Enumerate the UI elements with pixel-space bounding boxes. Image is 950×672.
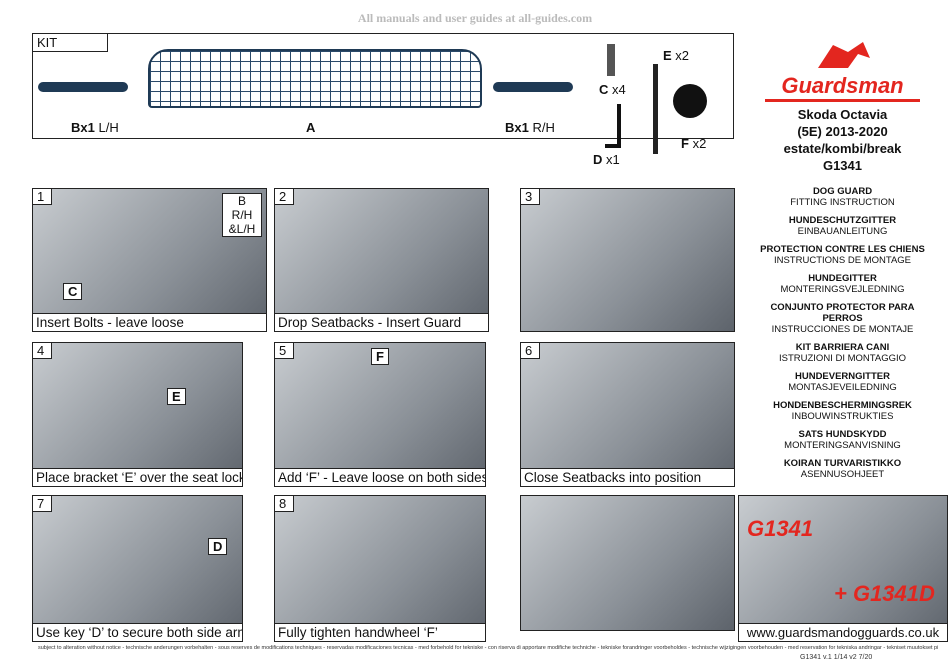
part-qty: x2 <box>692 136 707 151</box>
step-4-panel: 4 E Place bracket ‘E’ over the seat lock <box>32 342 243 487</box>
step-caption: Use key ‘D’ to secure both side arms <box>33 623 242 641</box>
step-caption: Place bracket ‘E’ over the seat lock <box>33 468 242 486</box>
bracket-e-image <box>653 64 658 154</box>
part-a: A <box>306 120 316 135</box>
step-2-panel: 2 Drop Seatbacks - Insert Guard <box>274 188 489 332</box>
step-number: 7 <box>33 496 52 512</box>
step-3-panel: 3 <box>520 188 735 332</box>
step-caption: Insert Bolts - leave loose <box>33 313 266 331</box>
tag-b: B R/H &L/H <box>222 193 262 237</box>
guard-a-image <box>148 49 482 108</box>
step-number: 6 <box>521 343 540 359</box>
key-d-image <box>605 104 621 148</box>
brand-logo: Guardsman <box>740 40 945 104</box>
bolt-image <box>607 44 615 76</box>
part-bx1-lh: Bx1 <box>71 120 95 135</box>
step-number: 5 <box>275 343 294 359</box>
part-f: F <box>681 136 689 151</box>
step-number: 2 <box>275 189 294 205</box>
kit-label: KIT <box>33 34 108 52</box>
bracket-lh-image <box>38 82 128 92</box>
part-qty: x2 <box>675 48 690 63</box>
product-body: estate/kombi/break <box>783 141 902 156</box>
step-number: 8 <box>275 496 294 512</box>
product-info: Skoda Octavia (5E) 2013-2020 estate/komb… <box>740 106 945 174</box>
dog-logo-icon <box>817 42 870 68</box>
bracket-rh-image <box>493 82 573 92</box>
part-e: E <box>663 48 672 63</box>
part-side: R/H <box>532 120 555 135</box>
tag-d: D <box>208 538 228 555</box>
part-qty: x4 <box>612 82 626 97</box>
part-c: C <box>599 82 609 97</box>
part-qty: x1 <box>606 152 620 167</box>
divider-photo: G1341 + G1341D www.guardsmandogguards.co… <box>738 495 948 642</box>
step-8-panel: 8 Fully tighten handwheel ‘F’ <box>274 495 486 642</box>
label-g1341d: + G1341D <box>834 581 935 606</box>
finished-photo <box>520 495 735 631</box>
step-caption: Close Seatbacks into position <box>521 468 734 486</box>
part-d: D <box>593 152 603 167</box>
kit-panel: KIT Bx1 L/H A Bx1 R/H C x4 D x1 E x2 F x… <box>32 33 734 167</box>
step-7-panel: 7 D Use key ‘D’ to secure both side arms <box>32 495 243 642</box>
part-bx1-rh: Bx1 <box>505 120 529 135</box>
step-1-panel: 1 B R/H &L/H C Insert Bolts - leave loos… <box>32 188 267 332</box>
handwheel-f-image <box>673 84 707 118</box>
product-model: Skoda Octavia <box>797 107 888 122</box>
step-caption: Drop Seatbacks - Insert Guard <box>275 313 488 331</box>
step-caption: Add ‘F’ - Leave loose on both sides <box>275 468 485 486</box>
watermark: All manuals and user guides at all-guide… <box>357 11 593 25</box>
step-6-panel: 6 Close Seatbacks into position <box>520 342 735 487</box>
tag-f: F <box>371 348 389 365</box>
step-number: 3 <box>521 189 540 205</box>
product-generation: (5E) 2013-2020 <box>797 124 888 139</box>
step-5-panel: 5 F Add ‘F’ - Leave loose on both sides <box>274 342 486 487</box>
label-g1341: G1341 <box>747 516 814 541</box>
step-number: 1 <box>33 189 52 205</box>
step-caption: Fully tighten handwheel ‘F’ <box>275 623 485 641</box>
part-side: L/H <box>98 120 119 135</box>
tag-e: E <box>167 388 186 405</box>
product-code: G1341 <box>822 158 863 173</box>
footer-version: G1341 v.1 1/14 v2 7/20 <box>800 654 873 661</box>
tag-c: C <box>63 283 83 300</box>
website-link[interactable]: www.guardsmandogguards.co.uk <box>739 623 947 641</box>
logo-text: Guardsman <box>781 73 904 98</box>
footer-disclaimer: subject to alteration without notice - t… <box>38 645 938 651</box>
step-number: 4 <box>33 343 52 359</box>
